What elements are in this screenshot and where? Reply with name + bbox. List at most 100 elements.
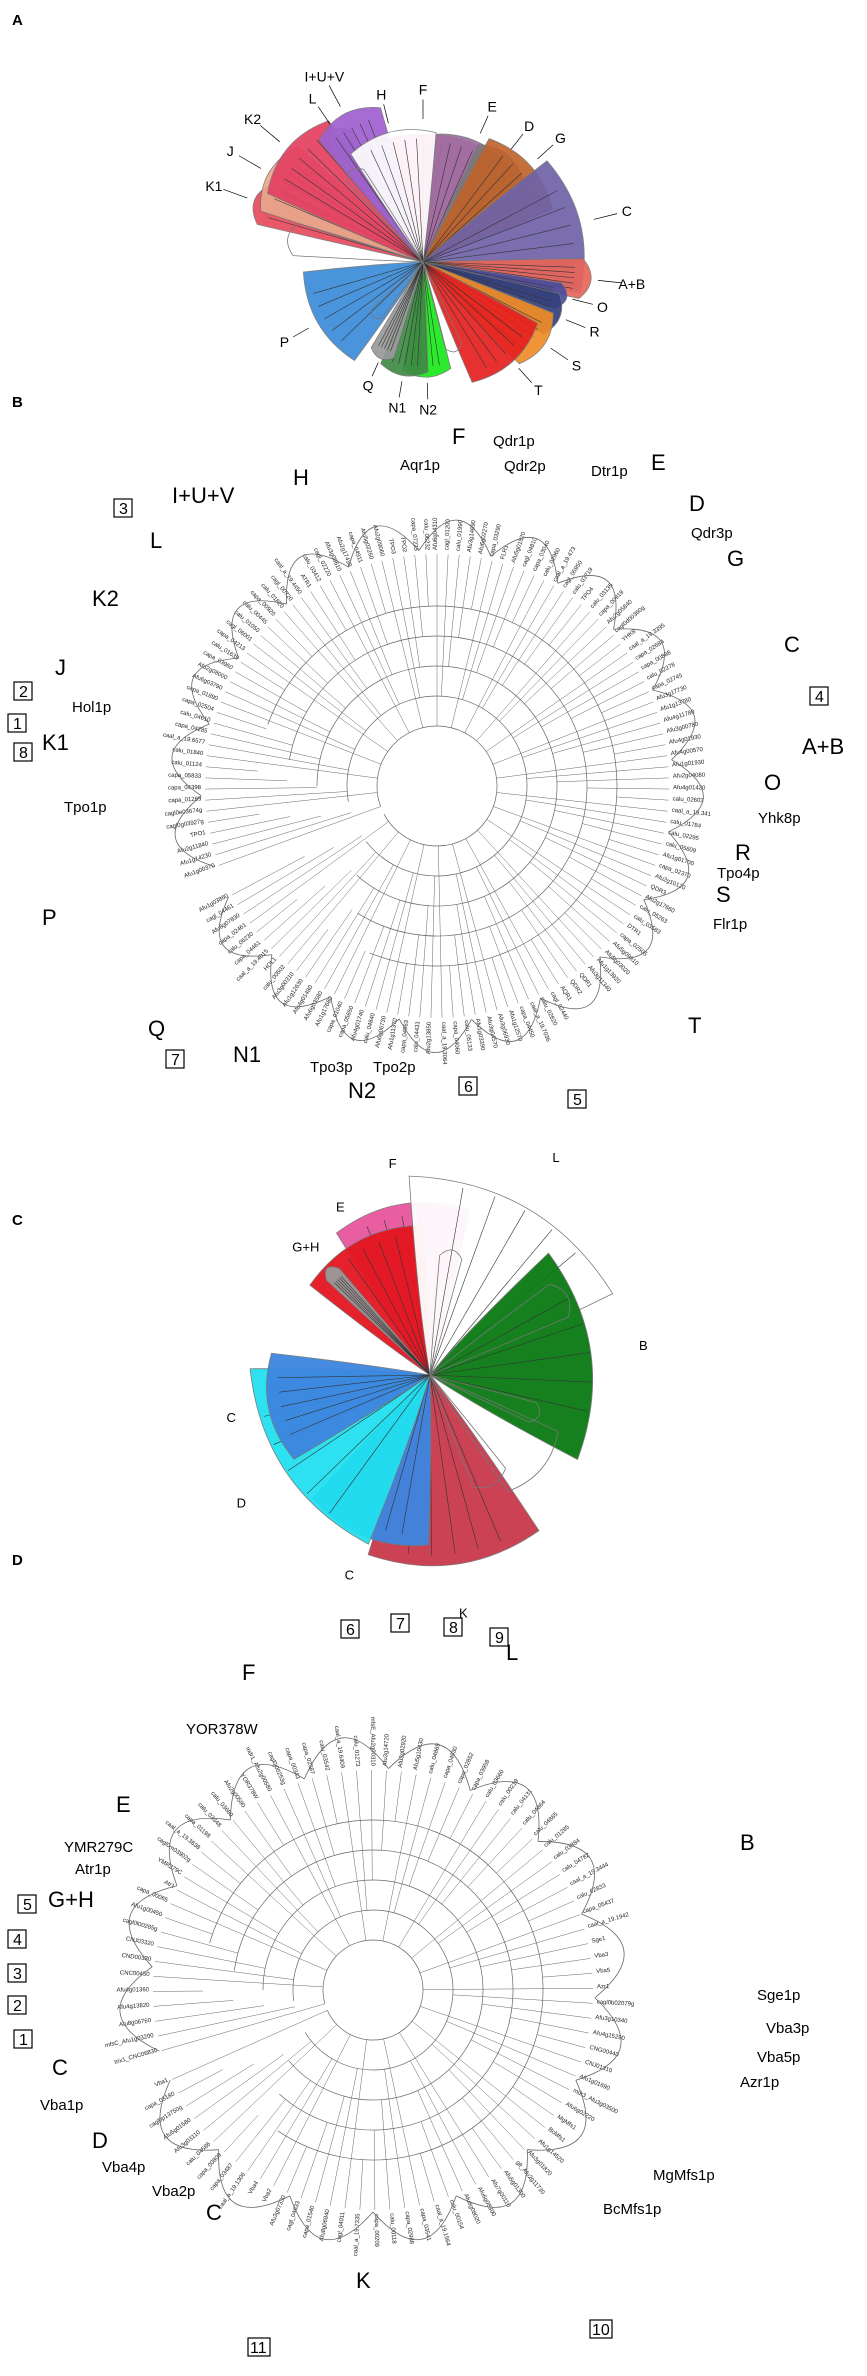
leaf-label: caal_a_19.3064 <box>440 1022 447 1065</box>
clade-label-L: L <box>552 1150 559 1165</box>
clade-bracket <box>652 689 696 760</box>
branch-line <box>429 1352 590 1376</box>
box-marker-5: 5 <box>17 1894 37 1914</box>
label-leader-line <box>238 155 262 169</box>
branch-line <box>340 261 424 342</box>
clade-label-K1: K1 <box>205 178 222 194</box>
clade-label-N2: N2 <box>419 401 437 417</box>
clade-bracket <box>537 1841 595 1915</box>
label-leader-line <box>223 188 248 199</box>
leaf-branch <box>548 604 582 646</box>
leaf-label: Afu6g02270 <box>478 521 490 555</box>
clade-label-G: G <box>555 130 566 146</box>
branch-line <box>422 261 434 367</box>
leaf-label: Afu3g14690 <box>467 519 478 553</box>
leaf-branch <box>205 791 348 801</box>
box-number-6: 6 <box>346 1622 355 1639</box>
leaf-branch <box>234 671 307 713</box>
protein-label-qdr1p: Qdr1p <box>493 433 535 450</box>
branch-line <box>340 1275 431 1376</box>
leaf-branch <box>467 1827 523 1888</box>
branch-line <box>422 146 462 263</box>
clade-bracket <box>643 831 690 901</box>
leaf-label: capa_04060 <box>451 1021 459 1055</box>
leaf-label: Afu4g00570 <box>670 747 704 757</box>
leaf-label: capa_02988 <box>403 2211 414 2245</box>
label-leader-line <box>292 327 309 338</box>
leaf-label: calu_00118 <box>388 2213 396 2245</box>
clade-label-D: D <box>524 118 534 134</box>
leaf-branch <box>399 2032 490 2178</box>
protein-label-flr1p: Flr1p <box>713 916 747 933</box>
branch-line <box>429 1296 572 1376</box>
clade-label-H: H <box>376 87 386 103</box>
leaf-label: FLR1 <box>500 544 510 560</box>
panel-b-tree: H I+U+V L K2 J K1 P Q N1 N2 T S R O A+B … <box>7 424 844 1109</box>
branch-line <box>329 1374 431 1514</box>
branch-line <box>387 261 424 351</box>
clade-label-K: K <box>459 1605 468 1620</box>
label-leader-line <box>259 125 280 143</box>
leaf-label: TPO2 <box>399 536 407 553</box>
clade-outline <box>429 1374 506 1489</box>
branch-line <box>317 261 424 307</box>
leaf-branch <box>184 1876 279 1934</box>
clade-outline <box>429 1249 463 1376</box>
leaf-branch <box>591 878 636 906</box>
leaf-branch <box>509 881 577 972</box>
leaf-label: capa_05180 <box>144 2091 177 2112</box>
leaf-label: capa_02852 <box>457 1751 476 1784</box>
branch-line <box>422 190 558 263</box>
clade-label-K: K <box>356 2268 371 2293</box>
leaf-branch <box>446 2021 576 2077</box>
box-marker-6: 6 <box>458 1076 478 1096</box>
leaf-label: Afu8g06760 <box>119 2018 153 2029</box>
clade-bracket <box>330 996 400 1041</box>
protein-label-yhk8p: Yhk8p <box>758 810 801 827</box>
leaf-branch <box>579 643 621 676</box>
branch-line <box>381 261 424 348</box>
clade-label-C: C <box>622 203 632 219</box>
leaf-label: calu_01124 <box>171 760 203 769</box>
branch-line <box>401 1374 431 1535</box>
clade-label-R: R <box>589 323 599 339</box>
leaf-branch <box>608 839 659 856</box>
leaf-branch <box>456 904 476 1015</box>
leaf-label: calu_02603 <box>672 796 704 804</box>
leaf-label: cagl_01200 <box>444 518 452 550</box>
branch-line <box>422 207 566 263</box>
leaf-branch <box>411 2021 545 2128</box>
leaf-branch <box>466 1874 561 1933</box>
label-leader-line <box>565 319 586 328</box>
branch-line <box>281 1374 431 1407</box>
leaf-label: Afu6g06730 <box>375 1015 388 1049</box>
leaf-branch <box>494 855 586 965</box>
protein-label-tpo4p: Tpo4p <box>717 865 760 882</box>
leaf-label: Afu5g10430 <box>413 1737 425 1771</box>
leaf-branch <box>392 558 421 698</box>
leaf-branch <box>383 2038 420 2206</box>
leaf-label: Vba4 <box>248 2180 261 2196</box>
protein-label-hol1p: Hol1p <box>72 699 111 716</box>
clade-label-E: E <box>487 99 496 115</box>
leaf-branch <box>464 580 545 733</box>
leaf-branch <box>287 831 399 964</box>
clade-petal-E <box>309 1224 431 1376</box>
leaf-branch <box>270 1795 350 1946</box>
leaf-branch <box>441 554 449 697</box>
leaf-label: Vba1 <box>154 2077 170 2088</box>
leaf-branch <box>512 575 535 623</box>
box-marker-9: 9 <box>489 1627 509 1647</box>
box-number-10: 10 <box>592 2322 610 2339</box>
box-number-2: 2 <box>13 1998 22 2015</box>
label-leader-line <box>572 298 593 305</box>
branch-line <box>334 1282 431 1376</box>
leaf-branch <box>305 909 353 978</box>
leaf-branch <box>528 1900 575 1922</box>
leaf-branch <box>476 866 539 995</box>
leaf-label: Afu1g01690 <box>578 2074 611 2092</box>
protein-label-bcmfs1p: BcMfs1p <box>603 2201 661 2218</box>
branch-line <box>422 261 487 369</box>
leaf-label: calu_01784 <box>670 819 702 830</box>
leaf-branch <box>326 1774 338 1824</box>
